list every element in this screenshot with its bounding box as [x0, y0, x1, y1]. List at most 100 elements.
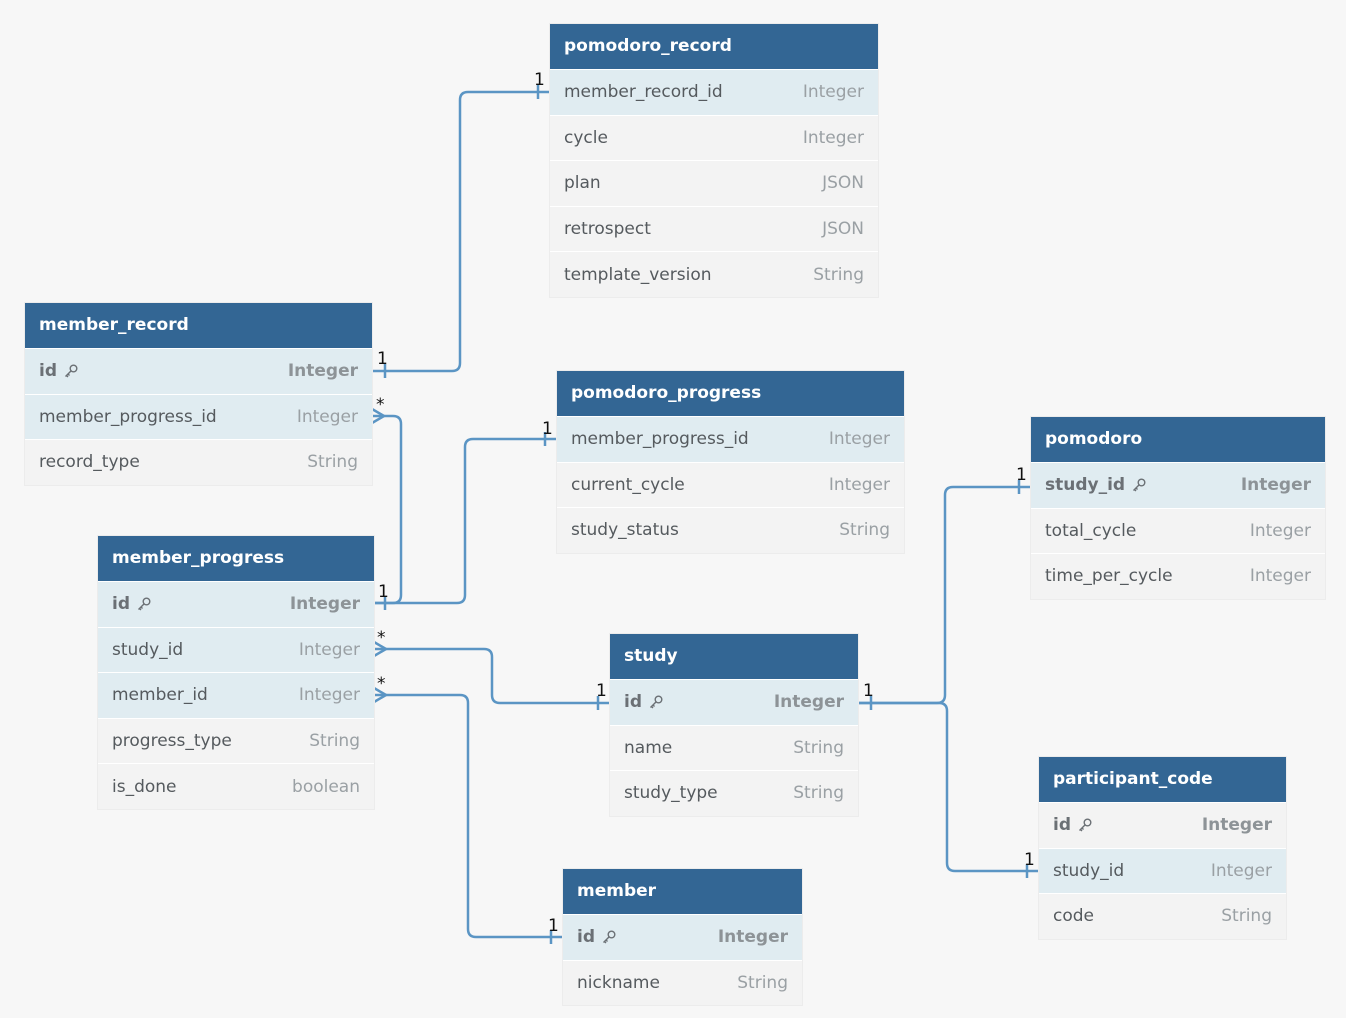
table-member-record[interactable]: member_record id Integer member_progress… [25, 303, 372, 485]
field-name: retrospect [564, 219, 651, 240]
field-name-text: id [1053, 815, 1071, 836]
rel-member-progress-study[interactable] [374, 647, 610, 705]
field-row[interactable]: plan JSON [550, 160, 878, 206]
field-row[interactable]: name String [610, 724, 858, 771]
table-header[interactable]: pomodoro_record [550, 24, 878, 69]
field-type: Integer [287, 361, 358, 382]
table-header[interactable]: pomodoro_progress [557, 371, 904, 416]
field-name-text: id [39, 361, 57, 382]
rel-pomodoro-record-member-record[interactable] [372, 90, 550, 373]
field-type: Integer [1249, 520, 1311, 541]
field-row[interactable]: time_per_cycle Integer [1031, 553, 1325, 599]
field-type: JSON [822, 219, 864, 240]
field-name: time_per_cycle [1045, 566, 1173, 587]
field-row[interactable]: id Integer [25, 348, 372, 394]
field-row[interactable]: nickname String [563, 959, 802, 1006]
key-icon [603, 930, 616, 944]
field-row[interactable]: template_version String [550, 251, 878, 297]
field-row[interactable]: record_type String [25, 439, 372, 485]
rel-participant-code-study[interactable] [858, 701, 1039, 873]
field-row[interactable]: is_done boolean [98, 763, 374, 809]
rel-member-record-member-progress[interactable] [372, 414, 403, 605]
field-row[interactable]: study_id Integer [1031, 462, 1325, 508]
field-row[interactable]: study_status String [557, 507, 904, 553]
field-row[interactable]: cycle Integer [550, 114, 878, 161]
cardinality-label: 1 [377, 349, 388, 369]
field-type: Integer [828, 429, 890, 450]
field-type: String [309, 731, 360, 752]
field-row[interactable]: code String [1039, 893, 1286, 939]
field-type: JSON [822, 173, 864, 194]
table-header[interactable]: member_record [25, 303, 372, 348]
table-member-progress[interactable]: member_progress id Integer study_id Inte… [98, 536, 374, 809]
field-name: study_id [1045, 475, 1147, 495]
field-type: String [1221, 906, 1272, 927]
key-icon [65, 364, 78, 378]
cardinality-label: 1 [1016, 465, 1027, 485]
field-type: boolean [292, 776, 360, 797]
table-participant-code[interactable]: participant_code id Integer study_id Int… [1039, 757, 1286, 939]
field-row[interactable]: id Integer [610, 679, 858, 725]
field-name: current_cycle [571, 474, 685, 495]
field-type: Integer [289, 594, 360, 615]
field-name: study_id [112, 639, 184, 660]
field-type: String [793, 783, 844, 804]
field-type: Integer [802, 127, 864, 148]
field-row[interactable]: study_id Integer [1039, 847, 1286, 894]
field-type: String [307, 452, 358, 473]
field-row[interactable]: member_id Integer [98, 672, 374, 718]
field-row[interactable]: progress_type String [98, 717, 374, 764]
field-row[interactable]: id Integer [1039, 802, 1286, 848]
field-name: cycle [564, 127, 608, 148]
field-name-text: id [577, 927, 595, 948]
field-name: progress_type [112, 731, 232, 752]
field-row[interactable]: study_id Integer [98, 626, 374, 673]
field-type: Integer [828, 474, 890, 495]
field-row[interactable]: member_progress_id Integer [25, 393, 372, 440]
table-pomodoro[interactable]: pomodoro study_id Integer total_cycle In… [1031, 417, 1325, 599]
cardinality-label: 1 [378, 582, 389, 602]
table-study[interactable]: study id Integer name String study_type … [610, 634, 858, 816]
key-icon [650, 695, 663, 709]
field-row[interactable]: id Integer [98, 581, 374, 627]
field-row[interactable]: study_type String [610, 770, 858, 816]
field-row[interactable]: member_record_id Integer [550, 69, 878, 115]
table-header[interactable]: participant_code [1039, 757, 1286, 802]
table-member[interactable]: member id Integer nickname String [563, 869, 802, 1006]
cardinality-label: 1 [863, 681, 874, 701]
field-type: Integer [1201, 815, 1272, 836]
field-name: member_progress_id [571, 429, 749, 450]
field-name: total_cycle [1045, 520, 1137, 541]
field-name: id [577, 927, 617, 947]
field-type: Integer [802, 82, 864, 103]
field-type: String [793, 737, 844, 758]
cardinality-label: * [377, 674, 386, 694]
table-header[interactable]: member [563, 869, 802, 914]
rel-pomodoro-progress-member-progress[interactable] [374, 437, 557, 605]
field-type: Integer [1249, 566, 1311, 587]
table-pomodoro-progress[interactable]: pomodoro_progress member_progress_id Int… [557, 371, 904, 553]
field-type: Integer [1210, 860, 1272, 881]
rel-member-progress-member[interactable] [374, 693, 563, 939]
field-type: String [737, 972, 788, 993]
field-row[interactable]: id Integer [563, 914, 802, 960]
cardinality-label: 1 [1024, 850, 1035, 870]
field-type: Integer [298, 639, 360, 660]
field-row[interactable]: total_cycle Integer [1031, 507, 1325, 554]
table-pomodoro-record[interactable]: pomodoro_record member_record_id Integer… [550, 24, 878, 297]
field-type: String [813, 264, 864, 285]
field-row[interactable]: current_cycle Integer [557, 461, 904, 508]
field-row[interactable]: member_progress_id Integer [557, 416, 904, 462]
table-header[interactable]: member_progress [98, 536, 374, 581]
cardinality-label: 1 [542, 419, 553, 439]
table-header[interactable]: pomodoro [1031, 417, 1325, 462]
field-name: study_id [1053, 860, 1125, 881]
field-name: code [1053, 906, 1094, 927]
field-name-text: id [624, 692, 642, 713]
table-header[interactable]: study [610, 634, 858, 679]
field-name: plan [564, 173, 601, 194]
cardinality-label: 1 [596, 681, 607, 701]
field-type: Integer [717, 927, 788, 948]
field-name: study_type [624, 783, 718, 804]
field-row[interactable]: retrospect JSON [550, 205, 878, 252]
